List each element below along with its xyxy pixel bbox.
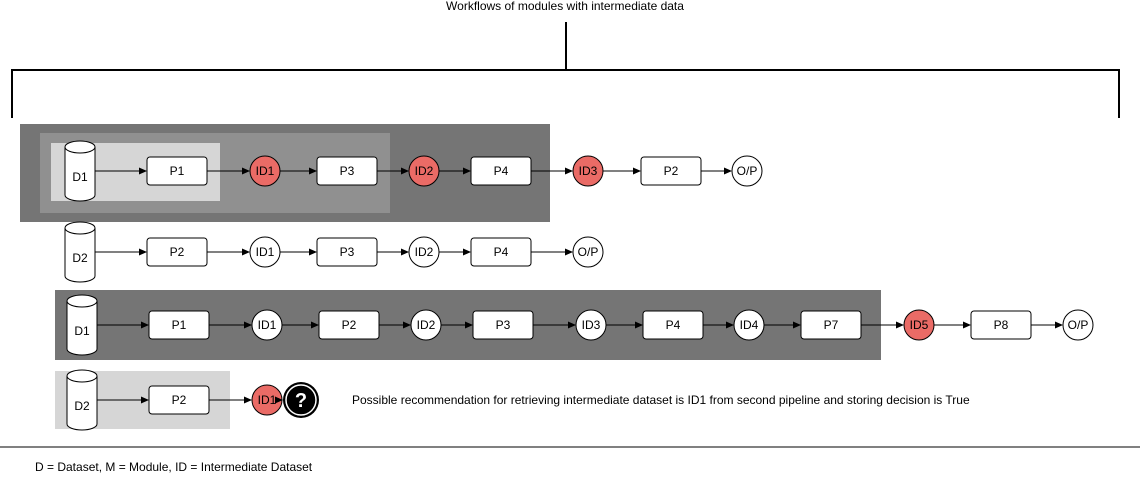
output-node-label: O/P bbox=[578, 245, 599, 259]
module-node: P4 bbox=[470, 156, 532, 186]
module-label: P1 bbox=[170, 164, 185, 178]
module-node: P4 bbox=[642, 310, 704, 340]
output-node-label: O/P bbox=[1068, 318, 1089, 332]
intermediate-node: ID1 bbox=[249, 155, 281, 187]
module-node: P1 bbox=[148, 310, 210, 340]
intermediate-node-label: ID1 bbox=[256, 245, 275, 259]
module-node: P3 bbox=[316, 156, 378, 186]
intermediate-node-label: ID3 bbox=[579, 164, 598, 178]
question-icon: ? bbox=[283, 382, 319, 418]
output-node: O/P bbox=[731, 155, 763, 187]
pipeline-row-1: D1 P1 ID1 P3 ID2 P4 ID3 P2 O/P bbox=[64, 140, 763, 202]
output-node: O/P bbox=[572, 236, 604, 268]
intermediate-node: ID2 bbox=[408, 155, 440, 187]
module-node: P1 bbox=[146, 156, 208, 186]
module-label: P2 bbox=[172, 393, 187, 407]
top-bracket bbox=[11, 22, 1120, 118]
module-label: P1 bbox=[172, 318, 187, 332]
module-label: P4 bbox=[494, 164, 509, 178]
intermediate-node: ID1 bbox=[249, 236, 281, 268]
intermediate-node: ID2 bbox=[408, 236, 440, 268]
module-node: P3 bbox=[472, 310, 534, 340]
dataset-cylinder: D2 bbox=[64, 221, 96, 283]
module-node: P2 bbox=[640, 156, 702, 186]
module-node: P2 bbox=[146, 237, 208, 267]
intermediate-node-label: ID2 bbox=[415, 245, 434, 259]
module-label: P3 bbox=[340, 245, 355, 259]
intermediate-node: ID5 bbox=[903, 309, 935, 341]
dataset-label: D2 bbox=[74, 399, 90, 413]
intermediate-node-label: ID4 bbox=[740, 318, 759, 332]
module-label: P7 bbox=[824, 318, 839, 332]
dataset-cylinder: D2 bbox=[66, 369, 98, 431]
intermediate-node: ID2 bbox=[410, 309, 442, 341]
intermediate-node: ID3 bbox=[572, 155, 604, 187]
dataset-label: D1 bbox=[72, 170, 88, 184]
output-node: O/P bbox=[1062, 309, 1094, 341]
intermediate-node: ID4 bbox=[733, 309, 765, 341]
module-label: P4 bbox=[494, 245, 509, 259]
module-node: P2 bbox=[318, 310, 380, 340]
module-label: P8 bbox=[994, 318, 1009, 332]
intermediate-node-label: ID2 bbox=[417, 318, 436, 332]
dataset-label: D2 bbox=[72, 251, 88, 265]
dataset-label: D1 bbox=[74, 324, 90, 338]
module-label: P3 bbox=[496, 318, 511, 332]
recommendation-text: Possible recommendation for retrieving i… bbox=[352, 393, 970, 407]
intermediate-node: ID1 bbox=[251, 309, 283, 341]
pipeline-row-4: D2 P2 ID1? bbox=[66, 369, 319, 431]
module-node: P4 bbox=[470, 237, 532, 267]
module-label: P3 bbox=[340, 164, 355, 178]
output-node-label: O/P bbox=[737, 164, 758, 178]
module-node: P8 bbox=[970, 310, 1032, 340]
module-label: P2 bbox=[664, 164, 679, 178]
legend-text: D = Dataset, M = Module, ID = Intermedia… bbox=[35, 460, 313, 474]
intermediate-node: ID3 bbox=[575, 309, 607, 341]
intermediate-node-label: ID1 bbox=[258, 318, 277, 332]
module-label: P4 bbox=[666, 318, 681, 332]
intermediate-node-label: ID1 bbox=[256, 164, 275, 178]
intermediate-node-label: ID5 bbox=[910, 318, 929, 332]
dataset-cylinder: D1 bbox=[64, 140, 96, 202]
module-label: P2 bbox=[342, 318, 357, 332]
question-mark: ? bbox=[295, 390, 307, 412]
intermediate-node-label: ID2 bbox=[415, 164, 434, 178]
diagram-title: Workflows of modules with intermediate d… bbox=[446, 0, 684, 13]
dataset-cylinder: D1 bbox=[66, 294, 98, 356]
pipeline-row-2: D2 P2 ID1 P3 ID2 P4 O/P bbox=[64, 221, 604, 283]
intermediate-node-label: ID1 bbox=[258, 393, 277, 407]
module-node: P3 bbox=[316, 237, 378, 267]
module-node: P7 bbox=[800, 310, 862, 340]
module-node: P2 bbox=[148, 385, 210, 415]
module-label: P2 bbox=[170, 245, 185, 259]
intermediate-node-label: ID3 bbox=[582, 318, 601, 332]
pipeline-row-3: D1 P1 ID1 P2 ID2 P3 ID3 P4 ID4 P7 ID5 P8 O/P bbox=[66, 294, 1094, 356]
intermediate-node: ID1 bbox=[251, 384, 283, 416]
